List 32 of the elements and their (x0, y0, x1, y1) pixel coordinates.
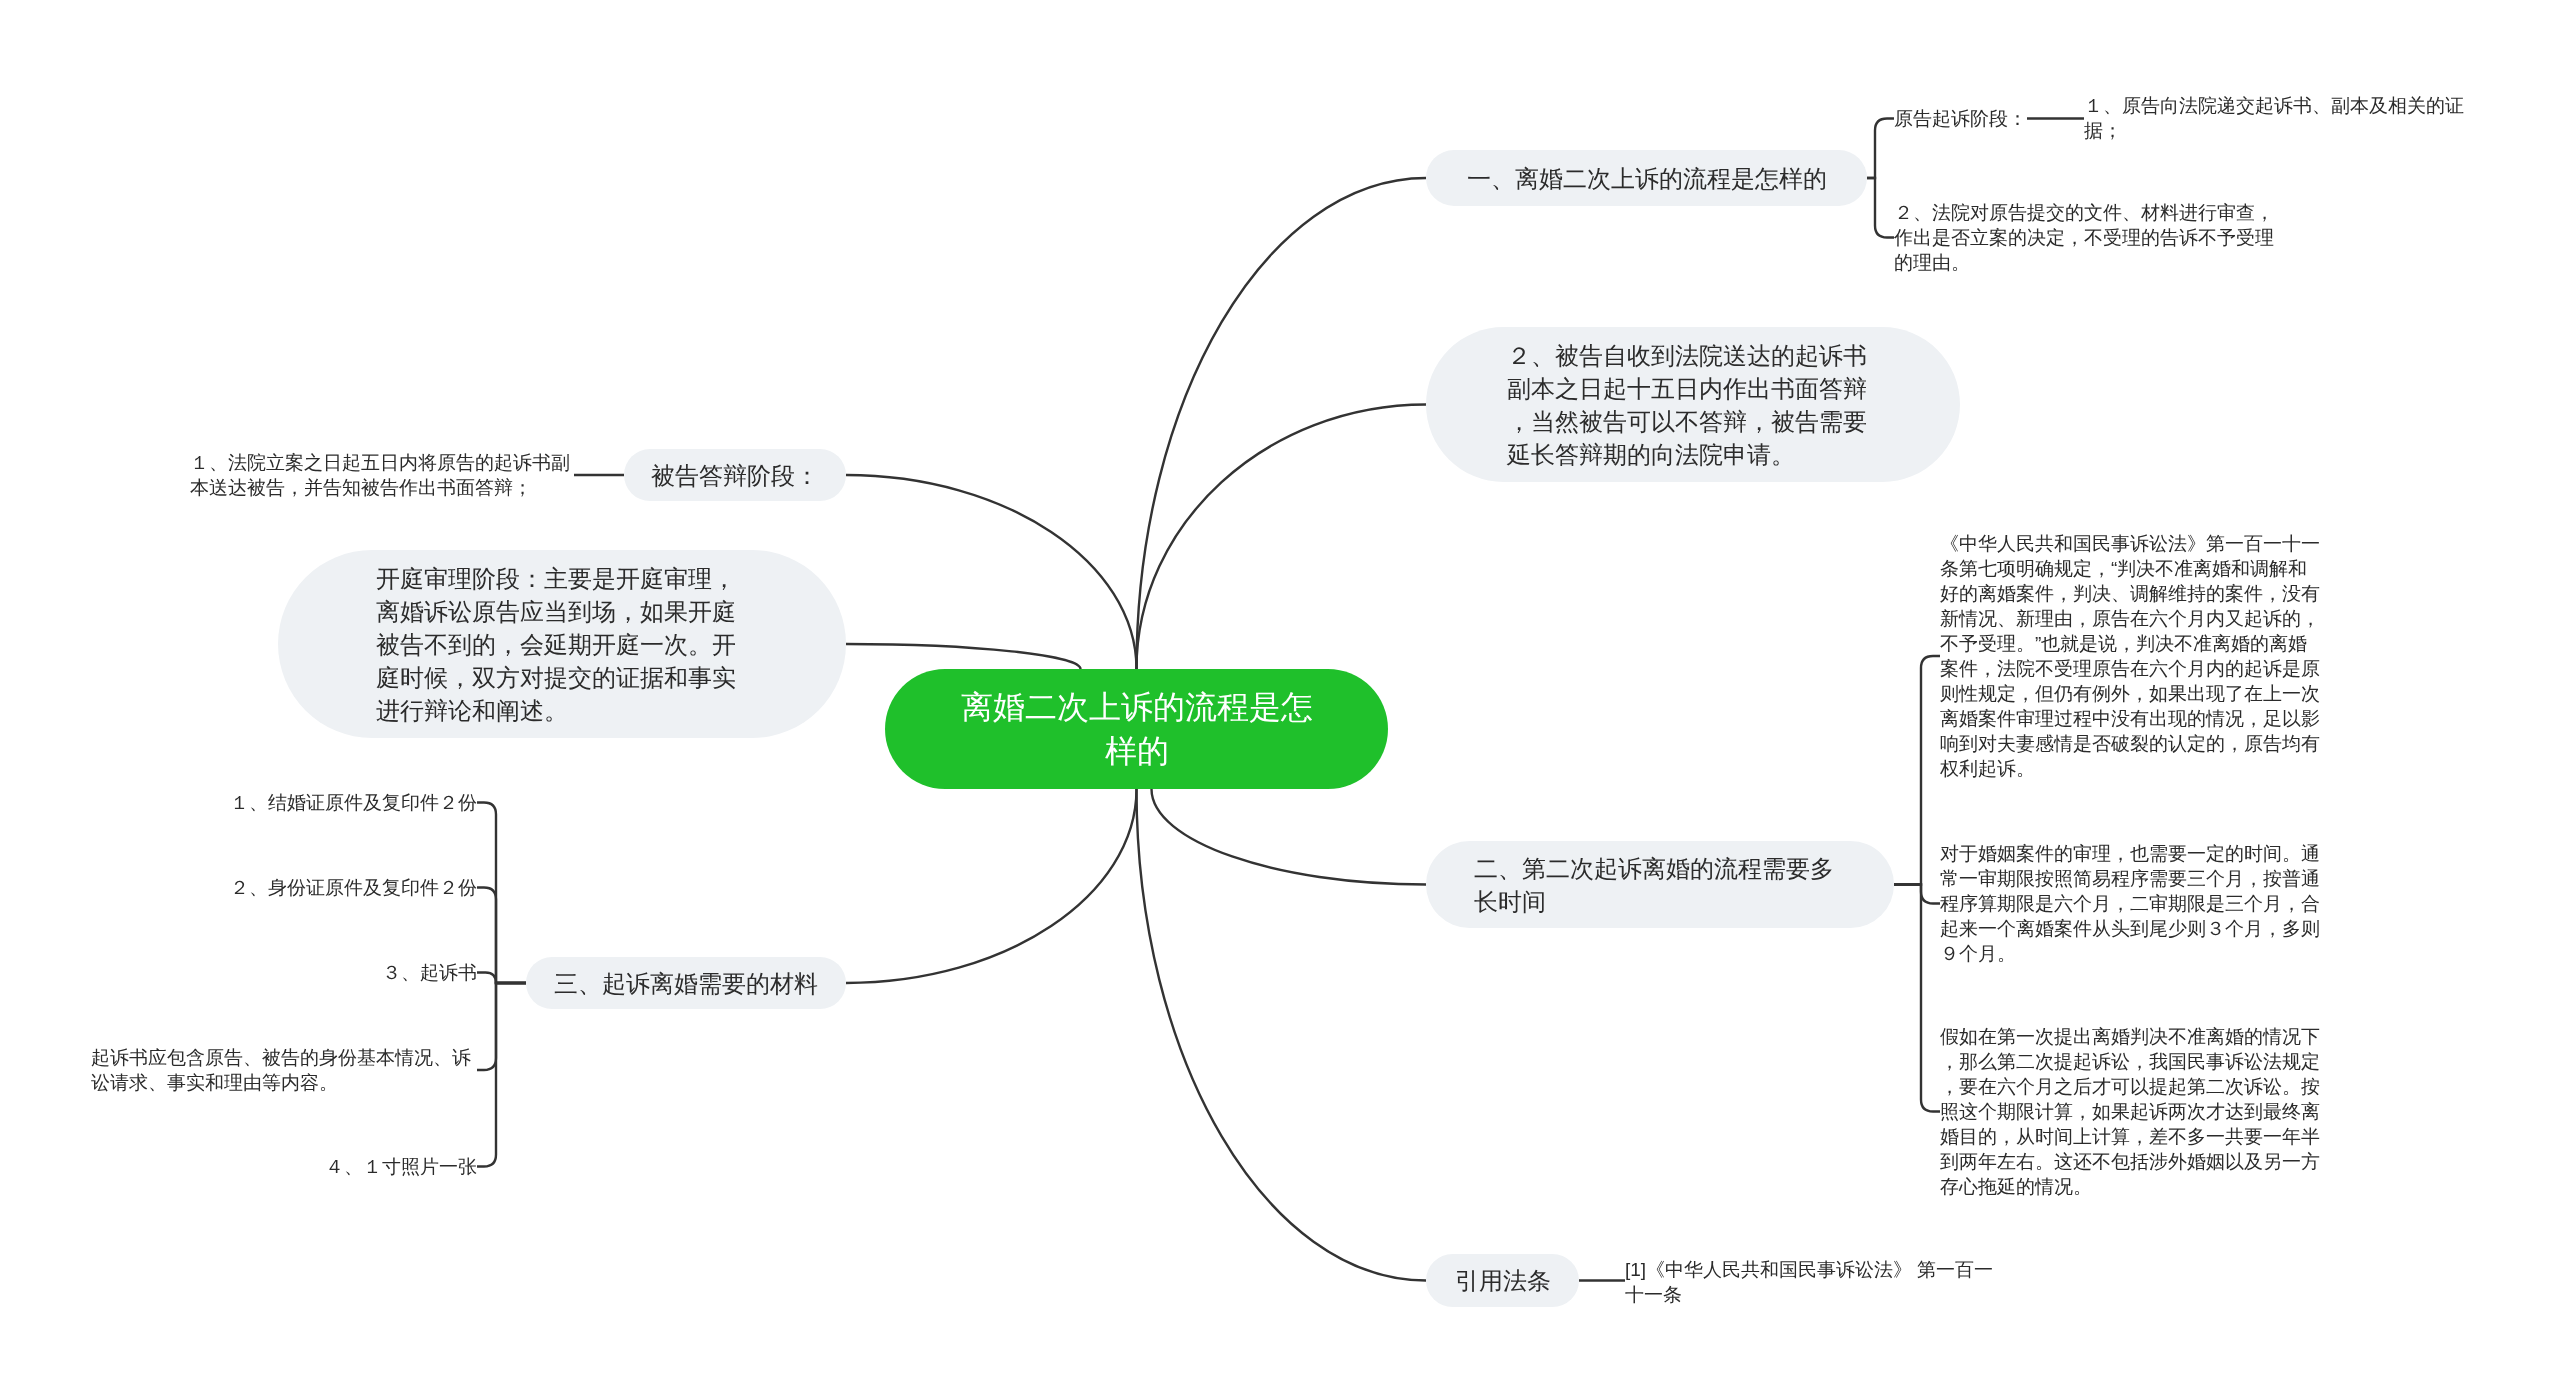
note-text: 《中华人民共和国民事诉讼法》第一百一十一条第七项明确规定，“判决不准离婚和调解和好的离婚案件，判决、调解维持的案件，没有新情况、新理由，原告在六个月内又起诉的，不予受理。”也就是说，判决不准离婚的离婚案件，法院不受理原告在六个月内的起诉是原则性规定，但仍有例外，如果出现了在上一次离婚案件审理过程中没有出现的情况，足以影响到对夫妻感情是否破裂的认定的，原告均有权利起诉。 (1940, 531, 2324, 781)
topic-pill (1426, 150, 1867, 206)
topic-text: 开庭审理阶段：主要是开庭审理，离婚诉讼原告应当到场，如果开庭被告不到的，会延期开庭一次。开庭时候，双方对提交的证据和事实进行辩论和阐述。 (376, 563, 737, 726)
note-text: １、法院立案之日起五日内将原告的起诉书副本送达被告，并告知被告作出书面答辩； (190, 450, 574, 500)
topic-pill (526, 957, 846, 1009)
note-text: 对于婚姻案件的审理，也需要一定的时间。通常一审期限按照简易程序需要三个月，按普通程序算期限是六个月，二审期限是三个月，合起来一个离婚案件从头到尾少则３个月，多则９个月。 (1940, 841, 2324, 966)
topic-text: 被告答辩阶段： (651, 460, 819, 491)
topic-text: 二、第二次起诉离婚的流程需要多长时间 (1474, 853, 1835, 917)
note-text: 原告起诉阶段： (1894, 106, 2027, 131)
topic-pill (624, 449, 846, 501)
connector-line (1579, 1279, 1625, 1282)
topic-text: 三、起诉离婚需要的材料 (554, 968, 818, 999)
connector-line (846, 642, 1082, 670)
note-text: 起诉书应包含原告、被告的身份基本情况、诉讼请求、事实和理由等内容。 (91, 1045, 477, 1095)
note-text: ２、身份证原件及复印件２份 (230, 875, 477, 900)
connector-line (845, 473, 1138, 670)
topic-text: 离婚二次上诉的流程是怎样的 (959, 688, 1314, 771)
note-text: ４、１寸照片一张 (325, 1154, 477, 1179)
note-text: １、原告向法院递交起诉书、副本及相关的证据； (2084, 93, 2468, 143)
connector-line (2027, 117, 2084, 120)
topic-pill (1426, 1254, 1579, 1307)
note-text: ３、起诉书 (382, 960, 477, 985)
connector-line (1150, 788, 1427, 886)
connector-line (1135, 788, 1427, 1282)
connector-line (574, 473, 624, 477)
note-text: １、结婚证原件及复印件２份 (230, 790, 477, 815)
topic-text: 引用法条 (1454, 1266, 1551, 1296)
note-text: 假如在第一次提出离婚判决不准离婚的情况下，那么第二次提起诉讼，我国民事诉讼法规定，要在六个月之后才可以提起第二次诉讼。按照这个期限计算，如果起诉两次才达到最终离婚目的，从时间上计算，差不多一共要一年半到两年左右。这还不包括涉外婚姻以及另一方存心拖延的情况。 (1940, 1024, 2324, 1199)
note-text: ２、法院对原告提交的文件、材料进行审查，作出是否立案的决定，不受理的告诉不予受理的理由。 (1894, 200, 2278, 275)
note-text: [1]《中华人民共和国民事诉讼法》 第一百一十一条 (1625, 1257, 2009, 1307)
topic-text: 一、离婚二次上诉的流程是怎样的 (1466, 163, 1827, 194)
topic-text: ２、被告自收到法院送达的起诉书副本之日起十五日内作出书面答辩，当然被告可以不答辩，被告需要延长答辩期的向法院申请。 (1507, 340, 1868, 470)
